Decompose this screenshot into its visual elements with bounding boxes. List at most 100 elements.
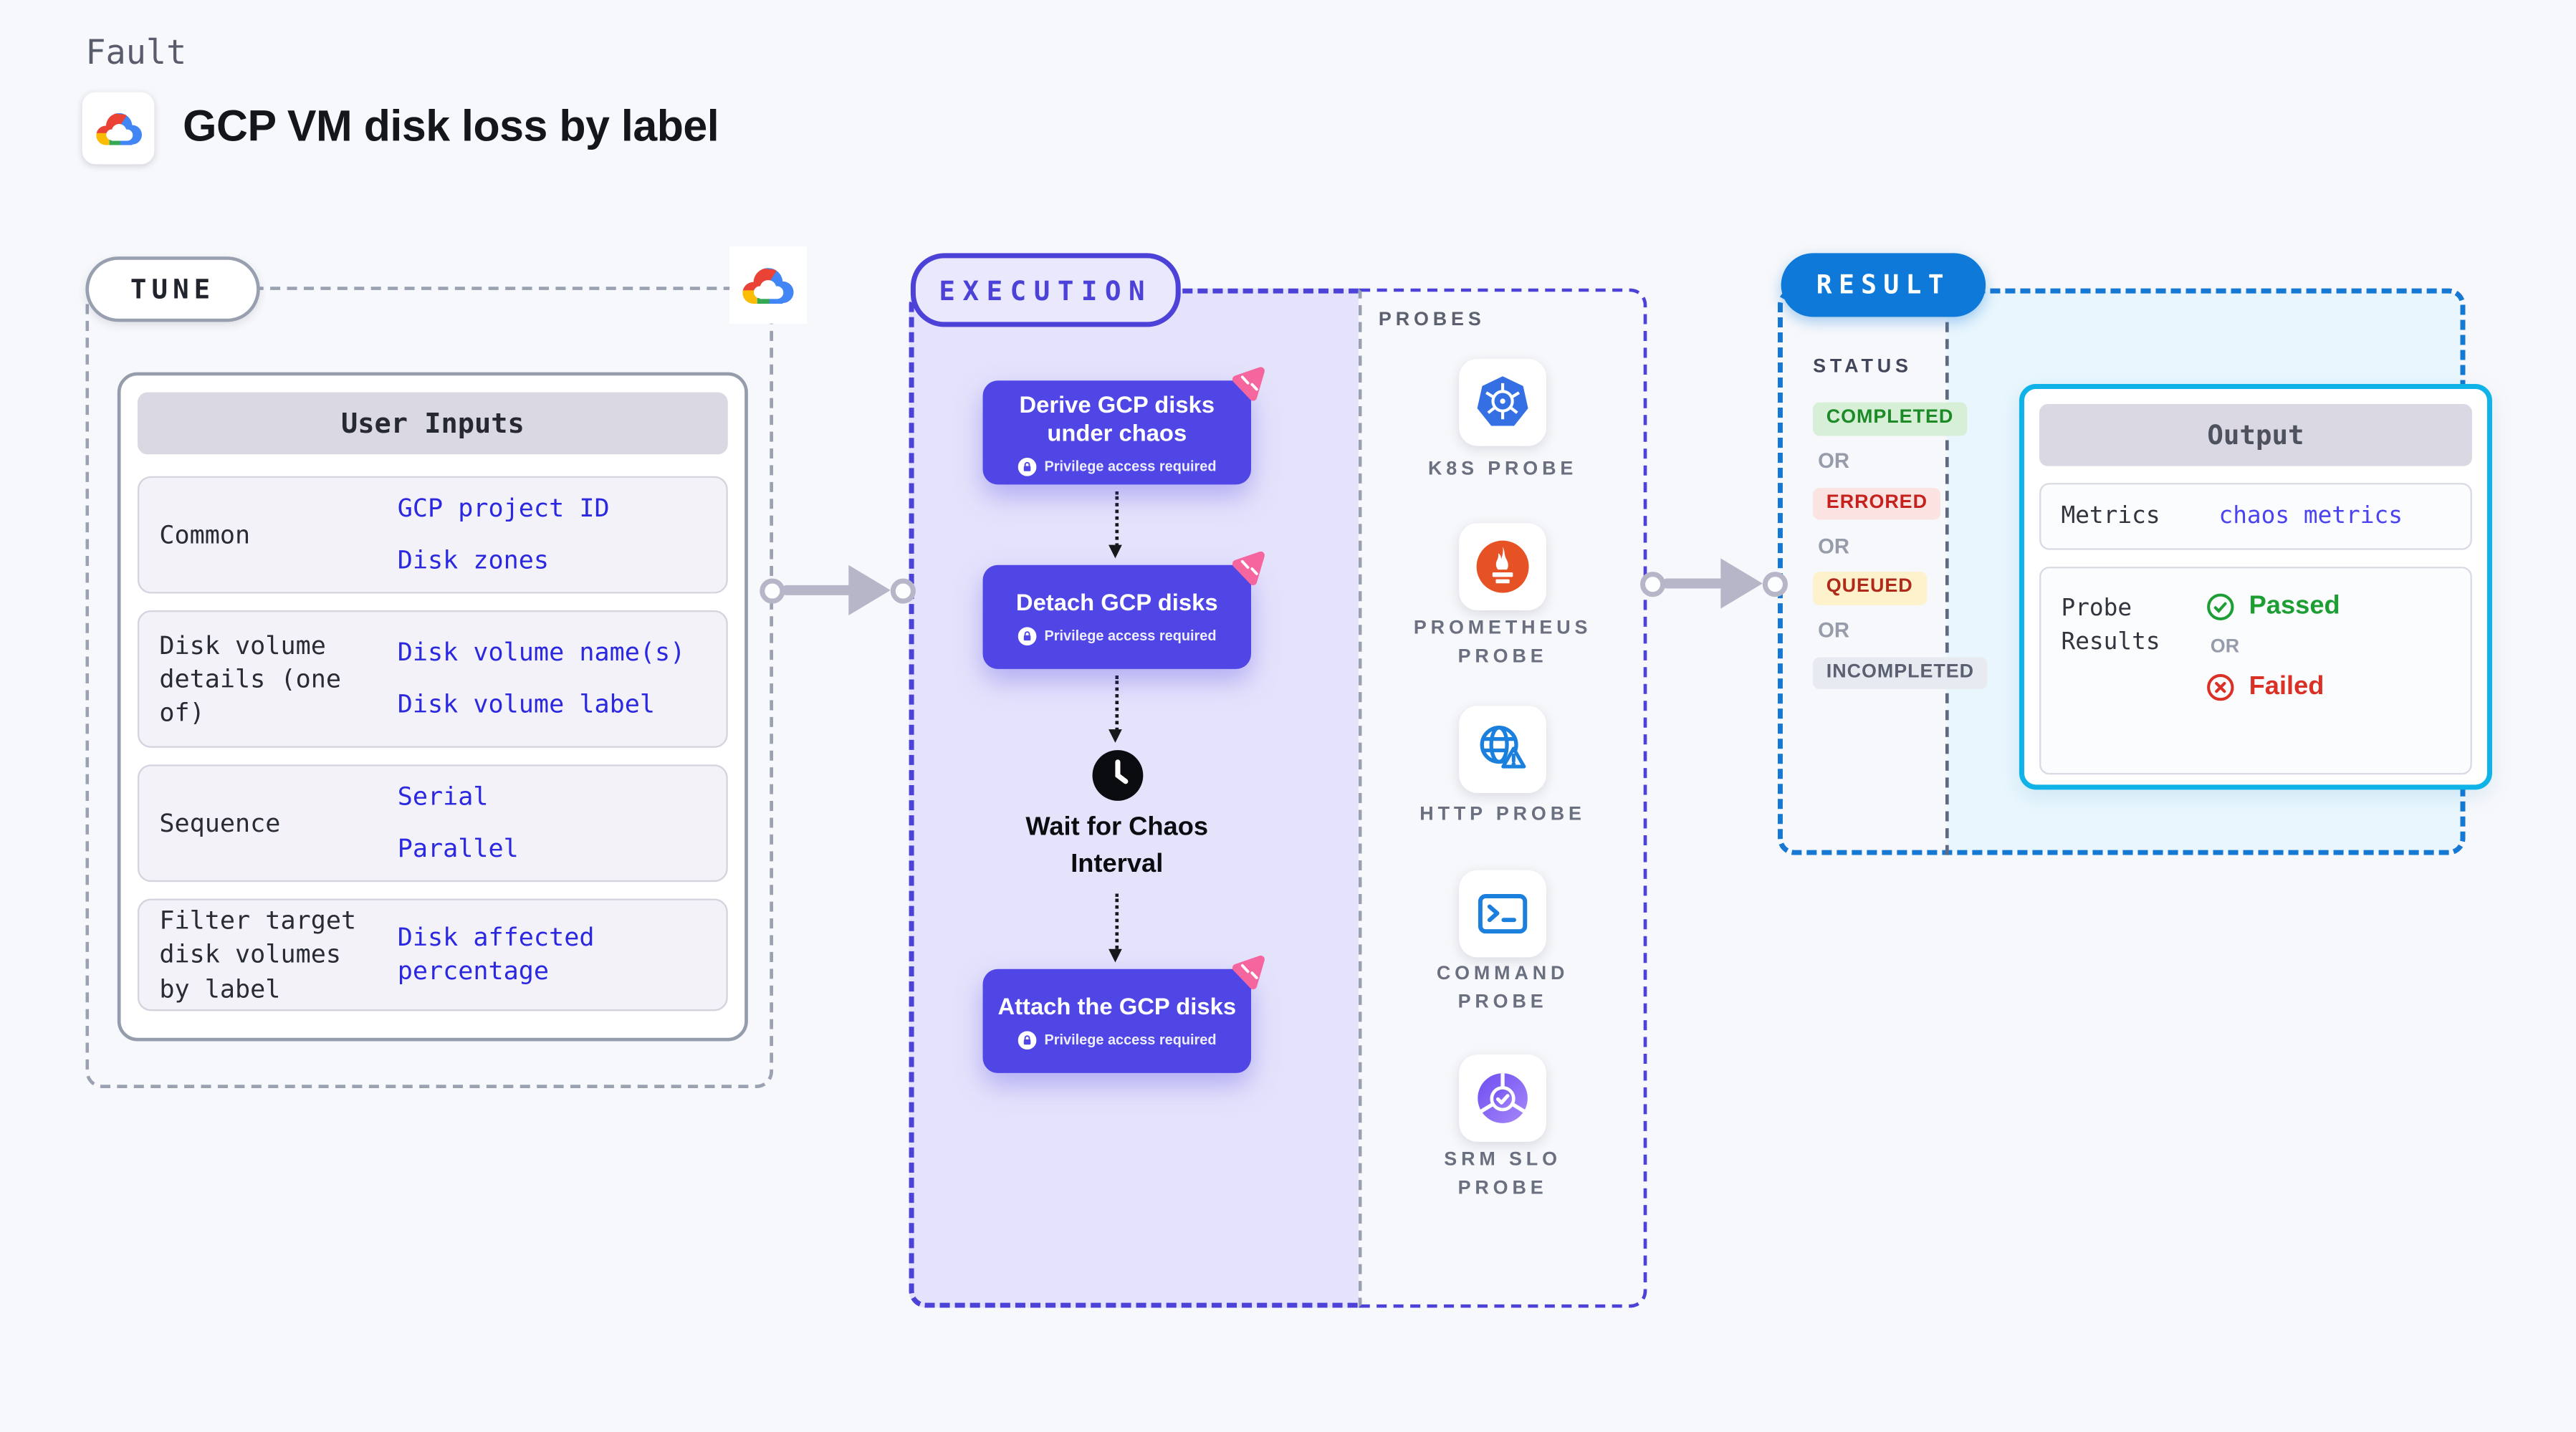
probe-results-row: Probe Results Passed OR Failed bbox=[2039, 567, 2472, 775]
user-inputs-header: User Inputs bbox=[137, 392, 728, 455]
probe-card-k8s bbox=[1459, 358, 1546, 446]
probe-card-prometheus bbox=[1459, 523, 1546, 610]
probe-results-values: Passed OR Failed bbox=[2206, 592, 2340, 702]
flow-arrow-down-icon bbox=[1109, 893, 1122, 963]
status-badge-errored: ERRORED bbox=[1813, 486, 1941, 520]
or-label: OR bbox=[1818, 534, 1849, 558]
tune-badge: TUNE bbox=[85, 256, 260, 322]
gcp-logo-icon bbox=[95, 112, 141, 145]
table-row: Common GCP project ID Disk zones bbox=[137, 476, 728, 594]
step-title: Attach the GCP disks bbox=[997, 993, 1237, 1020]
lock-icon bbox=[1018, 1030, 1036, 1049]
probe-results-label: Probe Results bbox=[2061, 595, 2160, 656]
status-badge-incompleted: INCOMPLETED bbox=[1813, 656, 1988, 689]
fault-kicker: Fault bbox=[85, 32, 187, 72]
gcp-cloud-icon bbox=[742, 266, 794, 303]
flow-arrow-down-icon bbox=[1109, 676, 1122, 743]
step-title: Derive GCP disks under chaos bbox=[1019, 390, 1215, 446]
arrow-line bbox=[1662, 578, 1731, 590]
chaos-pinwheel-icon bbox=[1232, 551, 1265, 586]
row-value: Disk zones bbox=[397, 544, 550, 575]
kubernetes-icon bbox=[1477, 376, 1528, 426]
row-value: Disk volume name(s) bbox=[397, 637, 686, 668]
output-header: Output bbox=[2039, 404, 2472, 466]
http-globe-warning-icon bbox=[1480, 726, 1526, 769]
chaos-pinwheel-icon bbox=[1232, 955, 1265, 990]
row-value: Disk affected percentage bbox=[397, 922, 595, 986]
probe-label: K8S PROBE bbox=[1427, 459, 1578, 480]
check-circle-icon bbox=[2207, 593, 2234, 620]
step-derive-gcp-disks: Derive GCP disks under chaos Privilege a… bbox=[982, 367, 1265, 485]
probe-label: COMMAND PROBE bbox=[1436, 964, 1569, 1012]
arrow-line bbox=[781, 585, 859, 596]
clock-icon bbox=[1092, 750, 1144, 801]
arrow-head-icon bbox=[848, 564, 891, 615]
privilege-label: Privilege access required bbox=[1044, 627, 1217, 645]
probe-card-command bbox=[1459, 870, 1546, 958]
row-label: Common bbox=[159, 519, 251, 550]
privilege-note: Privilege access required bbox=[996, 456, 1237, 476]
row-value: Parallel bbox=[397, 832, 519, 863]
status-badge-completed: COMPLETED bbox=[1813, 402, 1967, 436]
status-badge-queued: QUEUED bbox=[1813, 572, 1927, 605]
table-row: Sequence Serial Parallel bbox=[137, 764, 728, 883]
arrow-endpoint-icon bbox=[760, 577, 785, 603]
probe-card-http bbox=[1459, 706, 1546, 794]
row-values: Disk volume name(s) Disk volume label bbox=[391, 612, 726, 746]
lock-icon bbox=[1018, 456, 1036, 476]
probe-label: HTTP PROBE bbox=[1419, 804, 1586, 825]
tune-section-box bbox=[85, 287, 773, 1088]
privilege-note: Privilege access required bbox=[996, 626, 1237, 645]
privilege-label: Privilege access required bbox=[1044, 457, 1217, 475]
metrics-row: Metrics chaos metrics bbox=[2039, 483, 2472, 550]
table-row: Disk volume details (one of) Disk volume… bbox=[137, 610, 728, 748]
result-divider bbox=[1945, 288, 1949, 855]
row-values: Disk affected percentage bbox=[391, 900, 726, 1009]
terminal-icon bbox=[1478, 894, 1528, 934]
table-row: Filter target disk volumes by label Disk… bbox=[137, 898, 728, 1011]
row-values: GCP project ID Disk zones bbox=[391, 478, 726, 592]
page-title: GCP VM disk loss by label bbox=[183, 100, 719, 151]
arrow-endpoint-icon bbox=[1640, 570, 1666, 597]
privilege-label: Privilege access required bbox=[1044, 1031, 1217, 1049]
chaos-pinwheel-icon bbox=[1232, 367, 1265, 401]
probes-section-box bbox=[1358, 288, 1647, 1308]
x-circle-icon bbox=[2207, 673, 2234, 701]
wait-for-chaos-interval-label: Wait for Chaos Interval bbox=[1025, 813, 1209, 878]
failed-result: Failed bbox=[2206, 673, 2340, 703]
status-title: STATUS bbox=[1813, 357, 1912, 378]
privilege-note: Privilege access required bbox=[996, 1030, 1237, 1049]
row-values: Serial Parallel bbox=[391, 767, 726, 880]
failed-label: Failed bbox=[2249, 672, 2324, 701]
metrics-value: chaos metrics bbox=[2218, 503, 2403, 530]
gcp-logo bbox=[82, 92, 155, 165]
lock-icon bbox=[1018, 626, 1036, 645]
step-title: Detach GCP disks bbox=[1015, 589, 1218, 616]
probe-card-srm-slo bbox=[1459, 1054, 1546, 1142]
output-panel: Output Metrics chaos metrics Probe Resul… bbox=[2019, 383, 2492, 790]
row-label: Disk volume details (one of) bbox=[159, 630, 341, 729]
or-label: OR bbox=[2210, 637, 2240, 658]
or-label: OR bbox=[1818, 449, 1849, 474]
arrow-endpoint-icon bbox=[890, 577, 916, 603]
passed-result: Passed bbox=[2206, 592, 2340, 622]
result-badge: RESULT bbox=[1781, 253, 1986, 317]
passed-label: Passed bbox=[2249, 592, 2340, 620]
probes-title: PROBES bbox=[1378, 309, 1485, 331]
row-value: GCP project ID bbox=[397, 493, 610, 524]
status-list: COMPLETED OR ERRORED OR QUEUED OR INCOMP… bbox=[1813, 402, 1988, 689]
or-label: OR bbox=[1818, 618, 1849, 643]
row-label: Filter target disk volumes by label bbox=[159, 905, 357, 1004]
flow-arrow-down-icon bbox=[1109, 491, 1122, 559]
step-attach-gcp-disks: Attach the GCP disks Privilege access re… bbox=[982, 955, 1265, 1073]
probe-label: PROMETHEUS PROBE bbox=[1413, 618, 1592, 667]
srm-slo-icon bbox=[1478, 1073, 1528, 1123]
user-inputs-table: User Inputs Common GCP project ID Disk z… bbox=[117, 372, 748, 1042]
row-value: Disk volume label bbox=[397, 688, 656, 719]
arrow-head-icon bbox=[1720, 558, 1763, 609]
gcp-cloud-corner bbox=[729, 246, 807, 324]
row-label: Sequence bbox=[159, 807, 281, 838]
prometheus-icon bbox=[1476, 540, 1529, 593]
arrow-endpoint-icon bbox=[1762, 570, 1788, 597]
